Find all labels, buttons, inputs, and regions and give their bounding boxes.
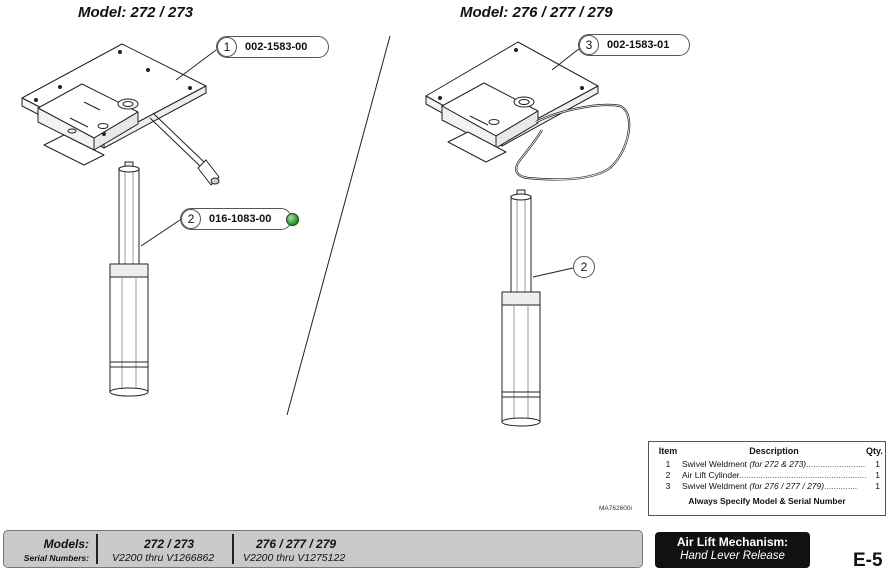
col2-models: 276 / 277 / 279 [256,537,337,551]
mechanism-subtitle: Hand Lever Release [680,550,785,562]
model-title-right: Model: 276 / 277 / 279 [460,4,613,21]
model-title-left: Model: 272 / 273 [78,4,194,21]
leader-line [175,49,217,81]
bar-separator [96,534,98,564]
col1-serials: V2200 thru V1266862 [112,552,215,564]
part-number: 016-1083-00 [209,213,272,225]
leader-line [140,219,181,247]
callout-number: 2 [181,209,201,229]
header-item: Item [658,446,678,456]
air-lift-cylinder-left [109,161,149,397]
divider-line [286,35,391,416]
callout-number: 3 [579,35,599,55]
table-row: 1 Swivel Weldment (for 272 & 273).......… [665,459,880,469]
callout-number: 1 [217,37,237,57]
leader-line [532,267,574,278]
leader-line [551,47,581,71]
callout-item-1: 1 002-1583-00 [216,36,329,58]
bar-separator [232,534,234,564]
air-lift-cylinder-right [501,189,541,427]
page-number: E-5 [853,550,883,571]
table-header: Item Description Qty. [654,446,883,456]
header-description: Description [749,446,799,456]
callout-item-2-right: 2 [573,256,595,278]
col1-models: 272 / 273 [144,537,195,551]
serial-numbers-label: Serial Numbers: [23,553,89,563]
models-label: Models: [43,537,89,551]
callout-item-2: 2 016-1083-00 [180,208,292,230]
swivel-weldment-left [21,43,220,186]
table-row: 3 Swivel Weldment (for 276 / 277 / 279).… [665,481,880,491]
part-number: 002-1583-00 [245,41,308,53]
parts-table: Item Description Qty. 1 Swivel Weldment … [648,441,886,516]
drawing-code: MA762600i [599,505,632,512]
header-qty: Qty. [866,446,883,456]
callout-item-3: 3 002-1583-01 [578,34,690,56]
swivel-weldment-right [425,41,631,181]
col2-serials: V2200 thru V1275122 [243,552,346,564]
models-bar: Models: Serial Numbers: 272 / 273 V2200 … [3,530,643,568]
table-row: 2 Air Lift Cylinder.....................… [665,470,880,480]
mechanism-box: Air Lift Mechanism: Hand Lever Release [655,532,810,568]
mechanism-title: Air Lift Mechanism: [676,535,789,549]
table-footer-note: Always Specify Model & Serial Number [688,496,846,506]
part-number: 002-1583-01 [607,39,670,51]
availability-dot-icon [286,213,299,226]
